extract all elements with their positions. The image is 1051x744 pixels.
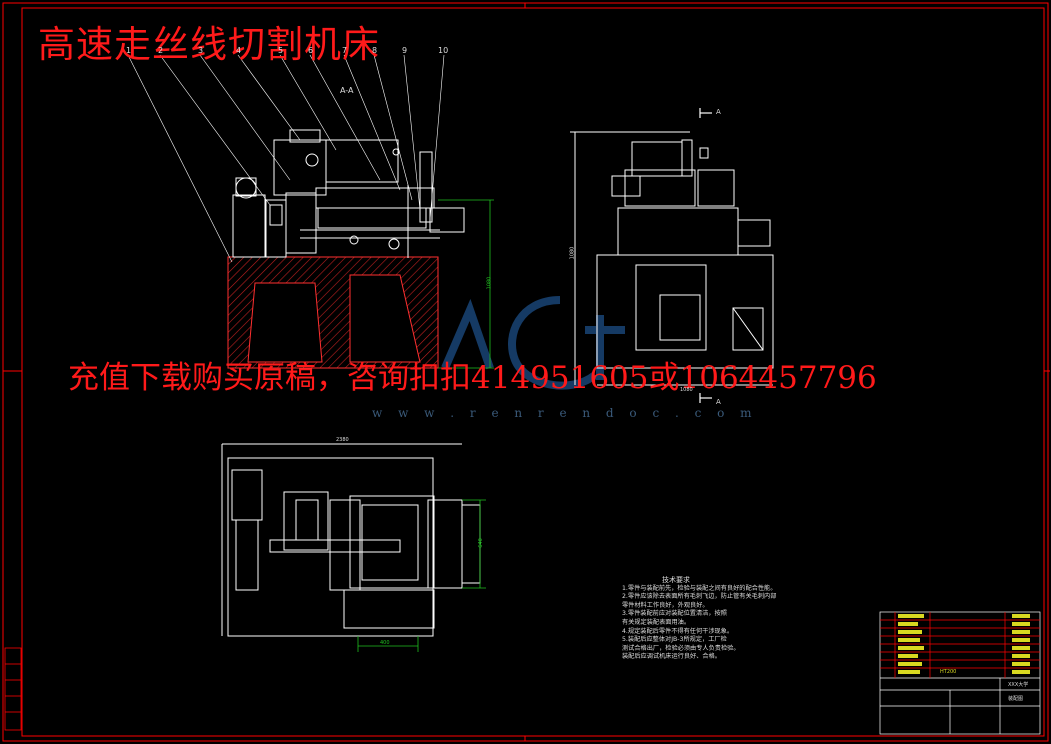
part-number: 6	[308, 46, 314, 55]
dimension-height-right: 1080	[569, 246, 576, 260]
tech-note-line: 测试合格出厂，检验必须由专人负责检验。	[622, 644, 740, 652]
title-block-drawing-name: 装配图	[1008, 696, 1024, 702]
section-cut-markers	[699, 108, 712, 403]
part-number: 2	[158, 46, 164, 55]
watermark-logo	[441, 296, 625, 390]
side-view	[570, 131, 774, 386]
tech-note-line: 1.零件与装配前先，检验与装配之间有良好的配合性能。	[622, 584, 777, 592]
tech-note-line: 3.零件装配前应对装配位置清洁，按照	[622, 610, 727, 618]
tech-note-line: 零件材料工作良好，外观良好。	[622, 601, 709, 609]
dimension-plan-depth: 640	[477, 538, 484, 548]
watermark-site: w w w . r e n r e n d o c . c o m	[372, 406, 758, 420]
view-marker-top: A	[716, 108, 721, 116]
technical-notes: 技术要求 1.零件与装配前先，检验与装配之间有良好的配合性能。 2.零件应该除去…	[622, 576, 862, 662]
promo-text: 充值下载购买原稿，咨询扣扣414951605或1064457796	[68, 360, 877, 396]
part-number: 7	[342, 46, 348, 55]
plan-view-green-dims	[357, 499, 486, 652]
tech-note-line: 有关规定装配表面用油。	[622, 618, 691, 626]
part-number: 9	[402, 46, 408, 55]
view-marker-bottom: A	[716, 398, 721, 406]
parts-list	[880, 612, 1040, 678]
front-section-view	[227, 129, 465, 369]
part-number: 3	[198, 46, 204, 55]
dimension-bottom-right: 1080	[680, 387, 693, 393]
parts-list-yellow-text	[898, 614, 1030, 674]
tech-note-line: 4.规定装配后零件不得有任何干涉现象。	[622, 627, 734, 635]
binding-strip	[4, 647, 22, 731]
part-number: 4	[236, 46, 242, 55]
section-label: A-A	[340, 86, 354, 95]
front-view-green-dims	[438, 199, 494, 369]
dimension-plan-bottom: 400	[380, 640, 390, 646]
leader-lines	[127, 54, 445, 263]
title-block	[879, 611, 1041, 735]
title-block-material: HT200	[940, 669, 957, 675]
tech-note-line: 2.零件应该除去表面所有毛刺飞边，防止管有关毛刺内部	[622, 593, 777, 601]
dimension-height-left: 1080	[486, 276, 493, 290]
title-block-school: XXX大学	[1008, 682, 1029, 688]
plan-view	[221, 443, 481, 637]
dimension-plan-width: 2380	[336, 437, 349, 443]
tech-notes-heading: 技术要求	[662, 576, 690, 584]
tech-note-line: 5.装配后应整体对JB-3所规定，工厂检	[622, 636, 727, 644]
part-number: 8	[372, 46, 378, 55]
drawing-title: 高速走丝线切割机床	[38, 23, 380, 66]
part-number: 5	[278, 46, 284, 55]
part-number: 1	[126, 46, 132, 55]
part-number: 10	[438, 46, 449, 55]
tech-note-line: 装配后应调试机床运行良好、合格。	[622, 653, 721, 661]
